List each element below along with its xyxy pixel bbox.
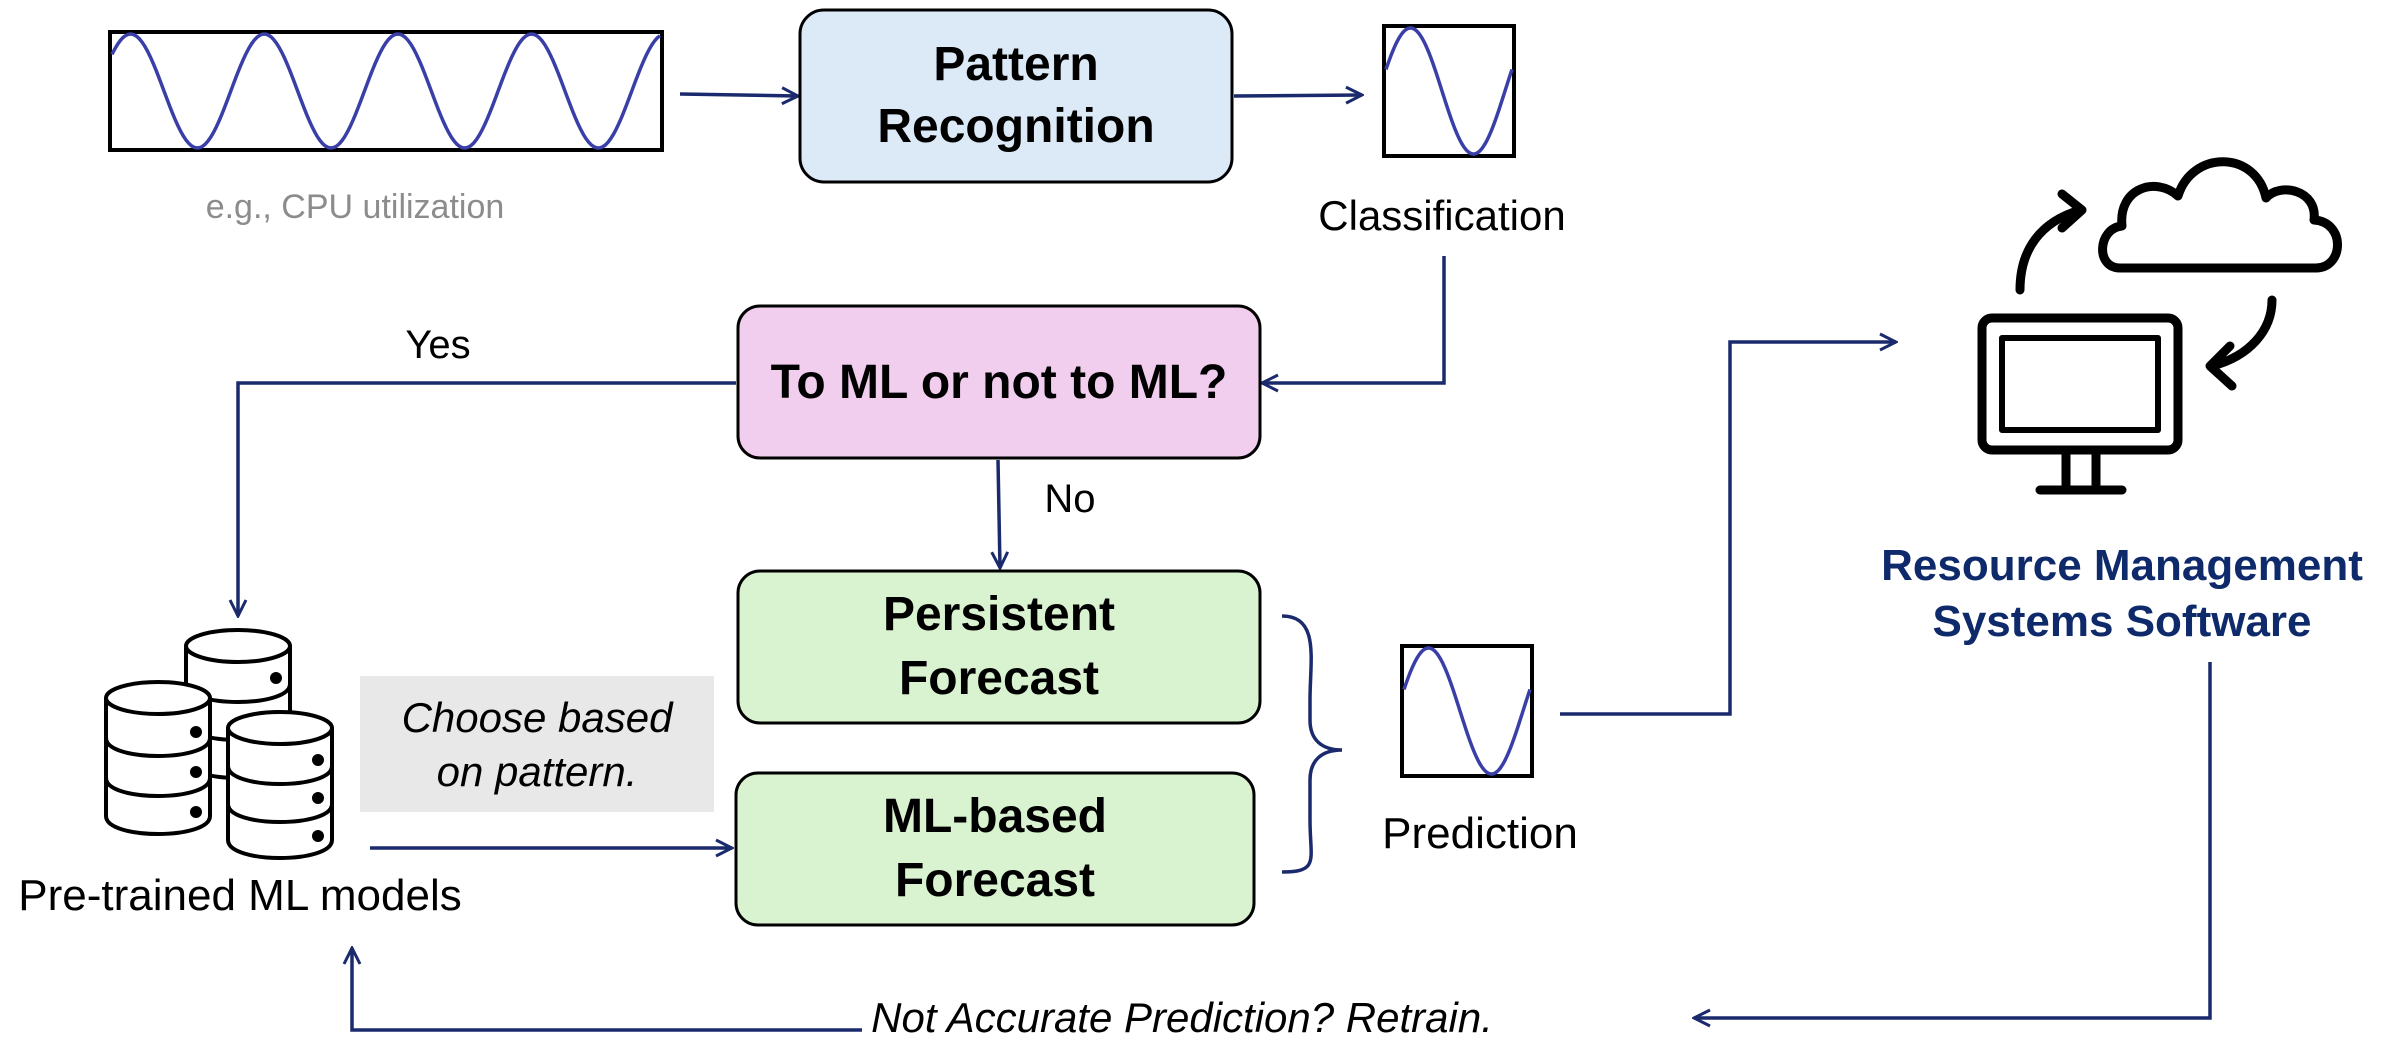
cloud-icon xyxy=(2098,157,2342,273)
sync-arrow-down-icon xyxy=(2207,295,2277,371)
models-label: Pre-trained ML models xyxy=(18,871,461,920)
database-right-icon xyxy=(226,710,334,860)
choose-note-line2: on pattern. xyxy=(437,748,638,795)
decision-label: To ML or not to ML? xyxy=(771,356,1228,409)
input-signal xyxy=(108,30,664,152)
yes-label: Yes xyxy=(405,323,470,367)
ml-forecast-line2: Forecast xyxy=(895,854,1095,907)
retrain-label: Not Accurate Prediction? Retrain. xyxy=(871,994,1493,1041)
pattern-recognition-box: Pattern Recognition xyxy=(798,8,1234,184)
prediction-frame xyxy=(1400,644,1534,778)
classification-wave xyxy=(1384,26,1514,156)
forecast-group-brace xyxy=(1281,614,1343,874)
signal-example-label: e.g., CPU utilization xyxy=(206,188,505,226)
persistent-forecast-box: Persistent Forecast xyxy=(736,569,1262,725)
ml-forecast-line1: ML-based xyxy=(883,790,1107,843)
sync-arrow-down-head xyxy=(2205,341,2237,391)
classification-label: Classification xyxy=(1318,192,1565,239)
arrow-classification-to-decision xyxy=(1262,256,1446,383)
prediction-plot xyxy=(1400,644,1534,778)
prediction-wave xyxy=(1402,646,1532,776)
computer-cloud-sync-icon xyxy=(1977,157,2342,495)
arrow-prediction-to-rms xyxy=(1560,342,1896,716)
ml-forecast-box: ML-based Forecast xyxy=(734,771,1256,927)
classification-plot xyxy=(1382,24,1516,158)
rms-label-line1: Resource Management xyxy=(1881,541,2363,590)
input-signal-frame xyxy=(108,30,664,152)
sync-arrow-up-head xyxy=(2057,189,2087,233)
database-left-icon xyxy=(104,680,212,836)
classification-frame xyxy=(1382,24,1516,158)
sync-arrow-up-icon xyxy=(2015,205,2085,295)
arrow-rms-retrain xyxy=(1694,662,2212,1018)
persistent-forecast-line1: Persistent xyxy=(883,588,1115,641)
input-signal-wave xyxy=(110,32,662,150)
pattern-recognition-line2: Recognition xyxy=(877,100,1154,153)
arrow-decision-no xyxy=(998,459,1000,568)
persistent-forecast-line2: Forecast xyxy=(899,652,1099,705)
prediction-label: Prediction xyxy=(1382,809,1578,858)
rms-label-line2: Systems Software xyxy=(1932,597,2311,646)
pattern-recognition-line1: Pattern xyxy=(933,38,1098,91)
arrow-pattern-to-classification xyxy=(1233,95,1362,96)
arrow-signal-to-pattern xyxy=(679,94,798,96)
decision-box: To ML or not to ML? xyxy=(736,304,1262,460)
no-label: No xyxy=(1044,477,1095,521)
database-stack-icon xyxy=(104,628,334,860)
arrow-retrain-to-models xyxy=(352,948,862,1032)
choose-note: Choose based on pattern. xyxy=(360,676,714,812)
choose-note-line1: Choose based xyxy=(402,694,675,741)
arrow-decision-yes xyxy=(238,381,736,616)
monitor-icon xyxy=(1977,313,2183,495)
